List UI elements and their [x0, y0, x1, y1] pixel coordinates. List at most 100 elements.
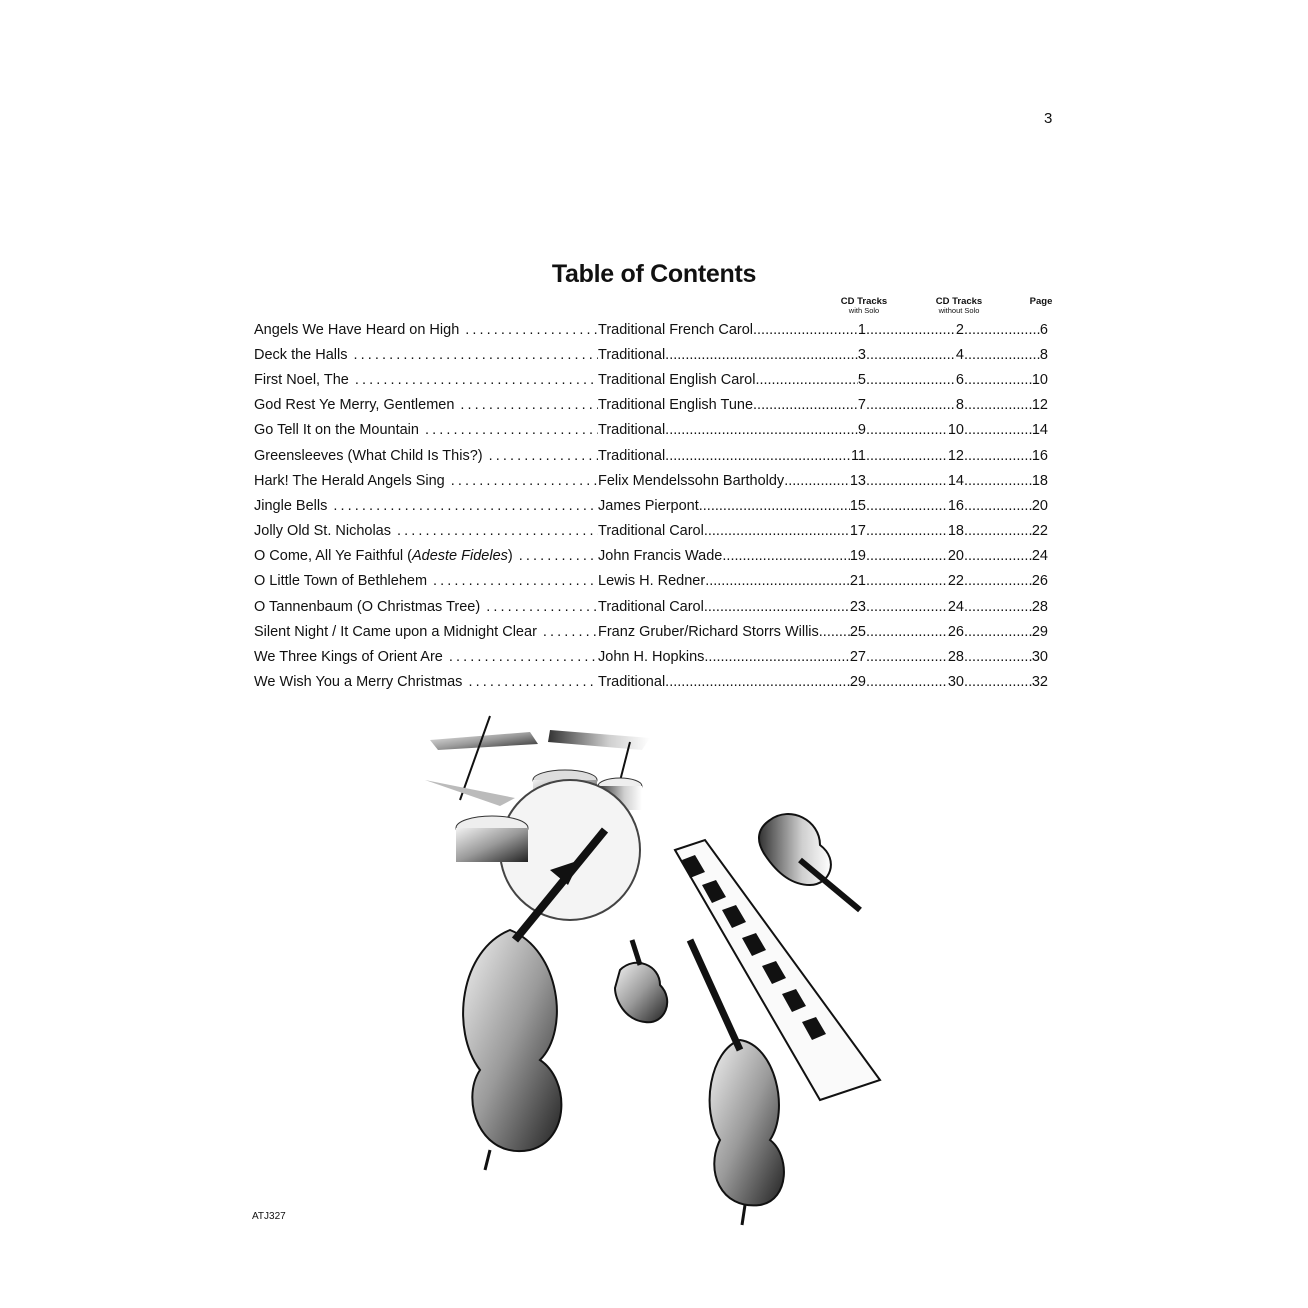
toc-entry: Jingle Bells............................… — [254, 493, 1048, 518]
song-title: Deck the Halls — [254, 346, 348, 363]
page-cell: ........................................… — [964, 599, 1048, 615]
page-ref: 26 — [1031, 573, 1048, 590]
title-cell: Greensleeves (What Child Is This?)......… — [254, 448, 598, 464]
column-header-with-solo-sub: with Solo — [848, 306, 880, 315]
column-header-page: Page — [1029, 296, 1053, 307]
composer: Traditional Carol — [598, 598, 704, 615]
composer-cell: Traditional Carol.......................… — [598, 599, 866, 615]
toc-entry: We Three Kings of Orient Are............… — [254, 644, 1048, 669]
leader-dots: ........................................… — [866, 523, 948, 540]
leader-dots: ........................................… — [397, 523, 598, 540]
leader-dots: ........................................… — [964, 598, 1032, 615]
leader-dots: ........................................… — [704, 649, 850, 666]
leader-dots: ........................................… — [866, 674, 948, 691]
track-without-solo: 10 — [947, 422, 964, 439]
page-ref: 18 — [1031, 472, 1048, 489]
track-with-solo: 29 — [849, 674, 866, 691]
track-with-solo: 3 — [857, 346, 866, 363]
toc-entry: Go Tell It on the Mountain..............… — [254, 418, 1048, 443]
leader-dots: ........................................… — [964, 472, 1032, 489]
leader-dots: ........................................… — [665, 674, 850, 691]
title-cell: We Wish You a Merry Christmas...........… — [254, 674, 598, 690]
without-solo-cell: ........................................… — [866, 397, 964, 413]
page-ref: 28 — [1031, 598, 1048, 615]
page-cell: ........................................… — [964, 422, 1048, 438]
page-title: Table of Contents — [551, 260, 757, 288]
page-ref: 29 — [1031, 623, 1048, 640]
track-without-solo: 6 — [955, 371, 964, 388]
leader-dots: ........................................… — [964, 346, 1040, 363]
leader-dots: ........................................… — [964, 397, 1032, 414]
song-title: O Little Town of Bethlehem — [254, 573, 428, 590]
toc-entry: O Tannenbaum (O Christmas Tree).........… — [254, 594, 1048, 619]
page-ref: 8 — [1039, 346, 1048, 363]
leader-dots: ........................................… — [866, 472, 948, 489]
toc-entry: Greensleeves (What Child Is This?)......… — [254, 443, 1048, 468]
leader-dots: ........................................… — [465, 321, 598, 338]
leader-dots: ........................................… — [964, 674, 1032, 691]
track-with-solo: 23 — [849, 598, 866, 615]
leader-dots: ........................................… — [866, 397, 956, 414]
page-cell: ........................................… — [964, 649, 1048, 665]
leader-dots: ........................................… — [486, 598, 598, 615]
toc-entry: God Rest Ye Merry, Gentlemen............… — [254, 393, 1048, 418]
song-title: O Tannenbaum (O Christmas Tree) — [254, 598, 481, 615]
cello-icon-2 — [686, 938, 785, 1226]
without-solo-cell: ........................................… — [866, 372, 964, 388]
song-title: Greensleeves (What Child Is This?) — [254, 447, 483, 464]
leader-dots: ........................................… — [703, 523, 850, 540]
composer-cell: Traditional English Carol...............… — [598, 372, 866, 388]
without-solo-cell: ........................................… — [866, 599, 964, 615]
leader-dots: ........................................… — [866, 321, 956, 338]
leader-dots: ........................................… — [665, 422, 858, 439]
leader-dots: ........................................… — [354, 371, 598, 388]
composer: John Francis Wade — [598, 548, 723, 565]
song-title: God Rest Ye Merry, Gentlemen — [254, 397, 455, 414]
column-header-without-solo-label: CD Tracks — [935, 296, 983, 307]
page-cell: ........................................… — [964, 548, 1048, 564]
without-solo-cell: ........................................… — [866, 448, 964, 464]
without-solo-cell: ........................................… — [866, 649, 964, 665]
page-ref: 22 — [1031, 523, 1048, 540]
composer-cell: Traditional Carol.......................… — [598, 523, 866, 539]
toc-entry: We Wish You a Merry Christmas...........… — [254, 670, 1048, 695]
composer-cell: John H. Hopkins.........................… — [598, 649, 866, 665]
leader-dots: ........................................… — [333, 497, 598, 514]
without-solo-cell: ........................................… — [866, 548, 964, 564]
track-without-solo: 30 — [947, 674, 964, 691]
leader-dots: ........................................… — [665, 447, 851, 464]
track-with-solo: 27 — [849, 649, 866, 666]
song-title: Hark! The Herald Angels Sing — [254, 472, 445, 489]
song-title: Jolly Old St. Nicholas — [254, 523, 391, 540]
leader-dots: ........................................… — [964, 523, 1032, 540]
song-title-italic: Adeste Fideles — [411, 548, 508, 565]
column-header-with-solo: CD Tracks with Solo — [828, 297, 900, 315]
track-with-solo: 5 — [857, 371, 866, 388]
track-with-solo: 9 — [857, 422, 866, 439]
song-title: We Three Kings of Orient Are — [254, 649, 443, 666]
page-ref: 24 — [1031, 548, 1048, 565]
song-title: O Come, All Ye Faithful (Adeste Fideles) — [254, 548, 513, 565]
without-solo-cell: ........................................… — [866, 573, 964, 589]
leader-dots: ........................................… — [866, 346, 956, 363]
leader-dots: ........................................… — [703, 598, 850, 615]
composer: Traditional English Carol — [598, 371, 756, 388]
title-cell: We Three Kings of Orient Are............… — [254, 649, 598, 665]
leader-dots: ........................................… — [448, 649, 598, 666]
toc-list: Angels We Have Heard on High............… — [254, 317, 1048, 695]
page-cell: ........................................… — [964, 624, 1048, 640]
leader-dots: ........................................… — [866, 623, 948, 640]
leader-dots: ........................................… — [698, 497, 850, 514]
composer-cell: Franz Gruber/Richard Storrs Willis......… — [598, 624, 866, 640]
track-with-solo: 13 — [849, 472, 866, 489]
page-cell: ........................................… — [964, 347, 1048, 363]
composer-cell: James Pierpont..........................… — [598, 498, 866, 514]
page-number: 3 — [1044, 110, 1053, 127]
track-with-solo: 1 — [857, 321, 866, 338]
leader-dots: ........................................… — [866, 649, 948, 666]
track-with-solo: 25 — [849, 623, 866, 640]
page-ref: 32 — [1031, 674, 1048, 691]
page-ref: 30 — [1031, 649, 1048, 666]
toc-entry: First Noel, The.........................… — [254, 367, 1048, 392]
title-cell: Go Tell It on the Mountain..............… — [254, 422, 598, 438]
